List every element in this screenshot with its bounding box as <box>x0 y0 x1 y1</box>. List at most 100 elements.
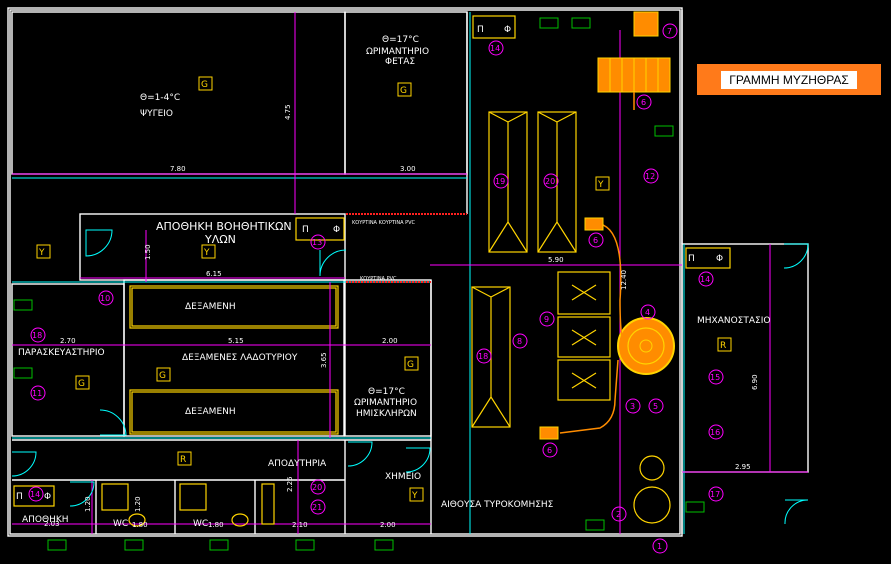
letter-p-4: Π <box>302 225 309 235</box>
dim-200a: 2.00 <box>382 337 398 345</box>
num-21: 21 <box>312 503 322 512</box>
pump-6b <box>539 426 559 440</box>
equipment-20a <box>537 111 577 253</box>
pipe-1 <box>599 223 626 347</box>
prep-tag: G <box>78 379 85 389</box>
dim-120a: 1.20 <box>84 496 92 512</box>
engine-name: ΜΗΧΑΝΟΣΤΑΣΙΟ <box>697 316 770 326</box>
dim-180a: 1.80 <box>132 521 148 529</box>
equipment-18b <box>471 286 511 428</box>
feta-name2: ΦΕΤΑΣ <box>385 57 415 67</box>
storage-aux-tag: Y <box>203 248 210 258</box>
dim-515: 5.15 <box>228 337 244 345</box>
dim-120b: 1.20 <box>134 496 142 512</box>
letter-p-2: Π <box>688 254 695 264</box>
feta-temp: Θ=17°C <box>382 35 419 45</box>
letter-phi-2: Φ <box>716 254 723 264</box>
num-1: 1 <box>657 542 662 551</box>
engine-tag: R <box>720 341 726 351</box>
box-14c <box>13 485 55 507</box>
num-20b: 20 <box>312 483 322 492</box>
num-19: 19 <box>495 177 505 186</box>
num-13: 13 <box>312 238 322 247</box>
num-15: 15 <box>710 373 720 382</box>
letter-p-3: Π <box>16 492 23 502</box>
dim-180b: 1.80 <box>208 521 224 529</box>
storage-aux-name2: ΥΛΩΝ <box>204 233 236 246</box>
pipe-2 <box>559 359 619 434</box>
left-y-tag: Y <box>38 248 45 258</box>
dim-200b: 2.00 <box>380 521 396 529</box>
tanks-room <box>123 279 345 437</box>
page-title: ΓΡΑΜΜΗ ΜΥΖΗΘΡΑΣ <box>721 70 857 89</box>
num-6b: 6 <box>593 236 598 245</box>
tanks-oil-name: ΔΕΞΑΜΕΝΕΣ ΛΑΔΟΤΥΡΙΟΥ <box>182 353 298 363</box>
tanks-oil-tag: G <box>159 371 166 381</box>
dim-1240: 12.40 <box>620 270 628 290</box>
prep-room <box>11 283 125 437</box>
tank1-name: ΔΕΞΑΜΕΝΗ <box>185 302 236 312</box>
num-14b: 14 <box>700 275 710 284</box>
lab-name: ΧΗΜΕΙΟ <box>385 472 421 482</box>
storage-aux-name1: ΑΠΟΘΗΚΗ ΒΟΗΘΗΤΙΚΩΝ <box>156 220 292 233</box>
num-14a: 14 <box>490 44 500 53</box>
num-14c: 14 <box>30 490 40 499</box>
tank-2 <box>129 389 339 435</box>
num-2: 2 <box>616 510 621 519</box>
dim-780: 7.80 <box>170 165 186 173</box>
semihard-name1: ΩΡΙΜΑΝΤΗΡΙΟ <box>354 398 417 408</box>
vat-1 <box>557 271 611 315</box>
dim-690: 6.90 <box>751 374 759 390</box>
dim-295: 2.95 <box>735 463 751 471</box>
dim-210: 2.10 <box>292 521 308 529</box>
dim-150: 1.50 <box>144 244 152 260</box>
fridge-tag: G <box>201 80 208 90</box>
cheesehall-tag: Y <box>597 180 604 190</box>
num-18b: 18 <box>478 352 488 361</box>
store-name: ΑΠΟΘΗΚΗ <box>22 515 69 525</box>
num-12: 12 <box>645 172 655 181</box>
box-13 <box>295 217 345 241</box>
letter-p-1: Π <box>477 25 484 35</box>
num-9: 9 <box>544 315 549 324</box>
curtain-label-2: ΚΟΥΡΤΙΝΑ PVC <box>360 276 397 282</box>
num-17: 17 <box>710 490 720 499</box>
vat-2 <box>557 316 611 358</box>
dim-615: 6.15 <box>206 270 222 278</box>
dim-475: 4.75 <box>284 104 292 120</box>
box-14b <box>685 247 731 269</box>
cheesehall-name: ΑΙΘΟΥΣΑ ΤΥΡΟΚΟΜΗΣΗΣ <box>441 500 554 510</box>
num-16: 16 <box>710 428 720 437</box>
num-20a: 20 <box>545 177 555 186</box>
dim-300: 3.00 <box>400 165 416 173</box>
num-5: 5 <box>653 402 658 411</box>
num-6c: 6 <box>547 446 552 455</box>
fridge-temp: Θ=1-4°C <box>140 93 180 103</box>
num-6a: 6 <box>641 98 646 107</box>
semihard-temp: Θ=17°C <box>368 387 405 397</box>
semihard-tag: G <box>407 360 414 370</box>
num-11: 11 <box>32 389 42 398</box>
dim-225: 2.25 <box>286 476 294 492</box>
title-box: ΓΡΑΜΜΗ ΜΥΖΗΘΡΑΣ <box>697 64 881 95</box>
vat-3 <box>557 359 611 401</box>
letter-phi-3: Φ <box>44 492 51 502</box>
letter-phi-1: Φ <box>504 25 511 35</box>
num-18a: 18 <box>32 331 42 340</box>
dim-203: 2.03 <box>44 520 60 528</box>
semihard-name2: ΗΜΙΣΚΛΗΡΩΝ <box>356 409 417 419</box>
cheese-tank-4 <box>617 317 675 375</box>
shower-2 <box>179 483 207 511</box>
fridge-name: ΨΥΓΕΙΟ <box>140 109 173 119</box>
shower-1 <box>101 483 129 511</box>
num-3: 3 <box>630 402 635 411</box>
changing-tag: R <box>180 455 186 465</box>
dim-590: 5.90 <box>548 256 564 264</box>
curtain-label-1: ΚΟΥΡΤΙΝΑ ΚΟΥΡΤΙΝΑ PVC <box>352 220 416 226</box>
num-7: 7 <box>667 27 672 36</box>
box-14a <box>472 15 516 39</box>
letter-phi-4: Φ <box>333 225 340 235</box>
changing-name: ΑΠΟΔΥΤΗΡΙΑ <box>268 459 327 469</box>
dim-365: 3.65 <box>320 352 328 368</box>
